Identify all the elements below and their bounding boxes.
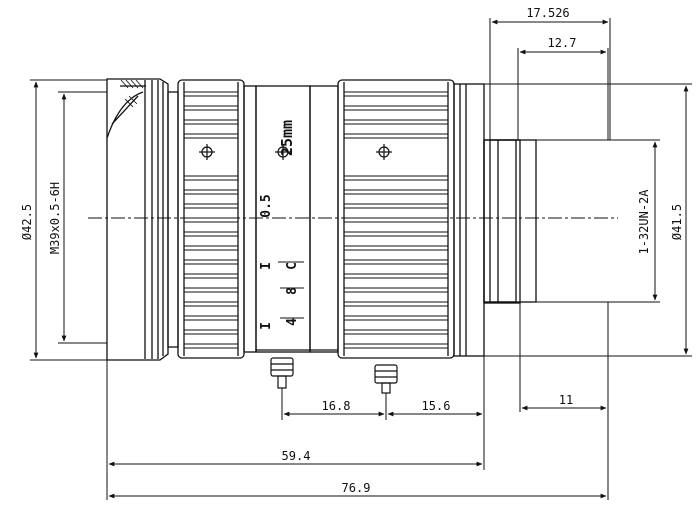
dim-12-7-label: 12.7	[548, 36, 577, 50]
dim-dia-42-5	[30, 79, 107, 361]
dim-76-9-label: 76.9	[342, 481, 371, 495]
focal-length-label: 25mm	[278, 120, 296, 156]
tick-mark-2: I	[259, 322, 274, 330]
aperture-label-4: 4	[285, 318, 300, 326]
dim-dia-41-5-label: Ø41.5	[670, 204, 684, 240]
focus-ring-grooves	[184, 91, 238, 349]
dim-mount-thread	[536, 139, 660, 303]
aperture-label-0-5: 0.5	[259, 194, 274, 217]
marking-ticks	[278, 261, 304, 319]
mount-thread-label: 1-32UN-2A	[637, 189, 651, 255]
front-barrel	[106, 78, 169, 361]
dim-11	[519, 302, 609, 412]
iris-thumb-screw	[374, 364, 398, 394]
dim-m39-thread	[58, 91, 107, 344]
front-hatch	[120, 79, 144, 108]
dim-16-8-label: 16.8	[322, 399, 351, 413]
dim-17-526	[489, 18, 611, 140]
iris-ring-grooves	[344, 91, 448, 349]
dim-dia-42-5-label: Ø42.5	[20, 204, 34, 240]
c-mount-thread	[483, 139, 537, 304]
dim-76-9	[108, 412, 609, 500]
aperture-label-c: C	[285, 262, 300, 270]
rear-body	[453, 83, 517, 357]
front-collar	[167, 91, 179, 348]
focus-thumb-screw	[270, 357, 294, 389]
focus-lock-screw	[199, 144, 215, 160]
dim-dia-41-5	[484, 83, 692, 357]
dim-11-label: 11	[559, 393, 573, 407]
dim-59-4	[106, 360, 485, 500]
m39-thread-label: M39x0.5-6H	[48, 182, 62, 254]
dim-15-6-label: 15.6	[422, 399, 451, 413]
dim-17-526-label: 17.526	[526, 6, 569, 20]
center-mark-symbol	[275, 144, 291, 160]
marking-band	[243, 85, 339, 353]
dim-12-7	[517, 48, 609, 140]
aperture-label-8: 8	[285, 287, 300, 295]
iris-lock-screw	[376, 144, 392, 160]
dim-59-4-label: 59.4	[282, 449, 311, 463]
dim-16-8-15-6	[281, 356, 485, 420]
tick-mark-1: I	[259, 262, 274, 270]
